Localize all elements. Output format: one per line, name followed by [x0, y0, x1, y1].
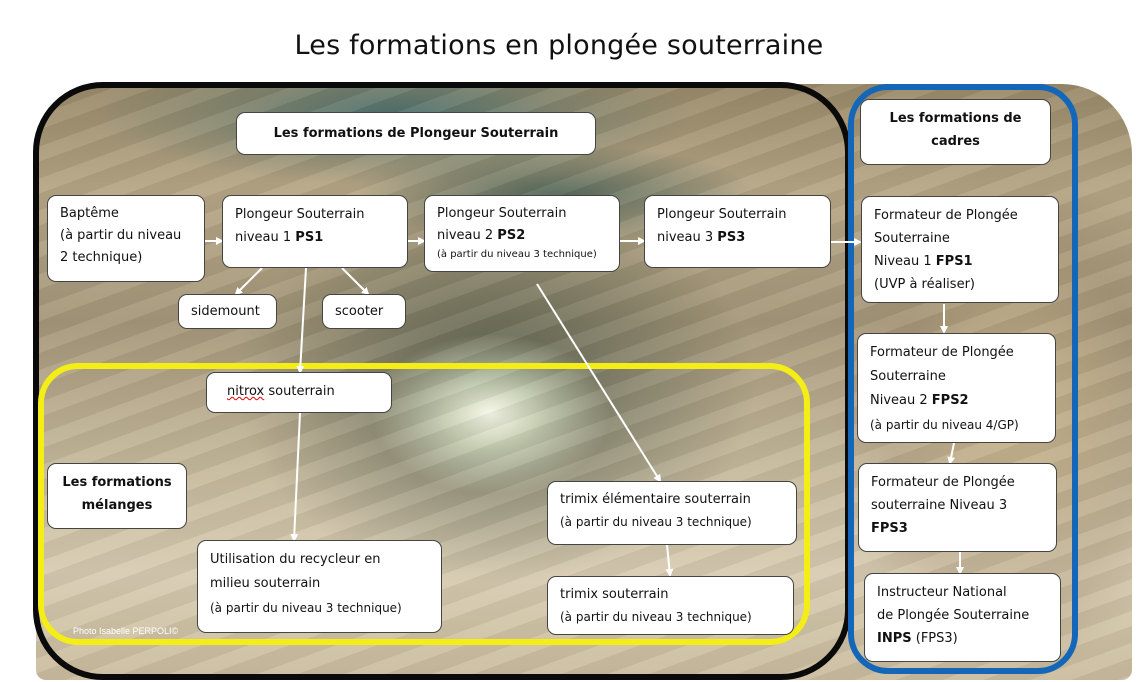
fps1-line2: Souterraine: [874, 231, 950, 246]
node-recycleur: Utilisation du recycleur en milieu soute…: [197, 540, 442, 633]
trimix-line1: trimix souterrain: [560, 587, 669, 602]
ps3-code: PS3: [717, 230, 746, 245]
fps3-line2: souterraine Niveau 3: [871, 498, 1008, 513]
bapteme-note-2: 2 technique): [60, 250, 143, 265]
ps2-code: PS2: [497, 228, 526, 243]
arrow-ps2-trimix-elem: [536, 283, 662, 483]
recycleur-note: (à partir du niveau 3 technique): [210, 601, 402, 615]
trimix-note: (à partir du niveau 3 technique): [560, 610, 752, 624]
node-trimix-elementaire: trimix élémentaire souterrain (à partir …: [547, 481, 797, 545]
inps-line2: de Plongée Souterraine: [877, 608, 1030, 623]
photo-credit: Photo Isabelle PERPOLI©: [73, 626, 179, 636]
ps3-line1: Plongeur Souterrain: [657, 207, 787, 222]
fps1-code: FPS1: [935, 254, 973, 269]
fps2-line3: Niveau 2 FPS2: [870, 393, 969, 408]
inps-line3: INPS (FPS3): [877, 631, 958, 646]
page-title: Les formations en plongée souterraine: [294, 30, 824, 61]
recycleur-line2: milieu souterrain: [210, 576, 321, 591]
header-cadres-line1: Les formations de: [889, 111, 1022, 126]
node-fps3: Formateur de Plongée souterraine Niveau …: [858, 463, 1057, 552]
header-melanges-line1: Les formations: [62, 475, 172, 490]
node-fps1: Formateur de Plongée Souterraine Niveau …: [861, 196, 1059, 303]
header-melanges-line2: mélanges: [81, 498, 153, 513]
node-bapteme: Baptême (à partir du niveau 2 technique): [47, 195, 205, 282]
frame-melanges: [38, 363, 810, 645]
fps1-line1: Formateur de Plongée: [874, 208, 1018, 223]
header-formations-melanges: Les formations mélanges: [47, 463, 187, 529]
ps2-line1: Plongeur Souterrain: [437, 206, 567, 221]
ps2-note: (à partir du niveau 3 technique): [437, 249, 597, 260]
node-ps1: Plongeur Souterrain niveau 1 PS1: [222, 195, 408, 268]
nitrox-rest: souterrain: [264, 384, 335, 399]
ps1-line2: niveau 1 PS1: [235, 230, 324, 245]
recycleur-line1: Utilisation du recycleur en: [210, 552, 381, 567]
fps3-line3: FPS3: [871, 517, 1044, 540]
frame-cadres: [848, 84, 1078, 674]
node-trimix: trimix souterrain (à partir du niveau 3 …: [547, 576, 794, 635]
arrow-ps1-nitrox: [296, 267, 307, 374]
fps3-code: FPS3: [871, 521, 908, 536]
ps2-line2: niveau 2 PS2: [437, 228, 526, 243]
fps2-note: (à partir du niveau 4/GP): [870, 418, 1019, 432]
arrow-nitrox-recycleur: [290, 412, 301, 542]
ps3-line2: niveau 3 PS3: [657, 230, 746, 245]
fps3-line1: Formateur de Plongée: [871, 475, 1015, 490]
nitrox-word: nitrox: [227, 384, 265, 399]
fps1-line3: Niveau 1 FPS1: [874, 254, 973, 269]
bapteme-note-1: (à partir du niveau: [60, 228, 182, 243]
header-formations-cadres: Les formations de cadres: [860, 99, 1051, 165]
node-ps2: Plongeur Souterrain niveau 2 PS2 (à part…: [424, 195, 620, 272]
inps-code: INPS: [877, 631, 912, 646]
node-inps: Instructeur National de Plongée Souterra…: [864, 573, 1061, 662]
ps1-line1: Plongeur Souterrain: [235, 207, 365, 222]
arrow-ps1-sidemount: [234, 267, 263, 296]
node-fps2: Formateur de Plongée Souterraine Niveau …: [857, 333, 1056, 443]
ps1-code: PS1: [295, 230, 324, 245]
trimix-elem-line1: trimix élémentaire souterrain: [560, 492, 751, 507]
node-nitrox: nitrox souterrain: [206, 372, 392, 413]
bapteme-title: Baptême: [60, 206, 119, 221]
fps2-code: FPS2: [931, 393, 969, 408]
header-formations-ps: Les formations de Plongeur Souterrain: [236, 112, 596, 155]
node-sidemount: sidemount: [178, 294, 277, 329]
inps-line1: Instructeur National: [877, 585, 1007, 600]
fps1-note: (UVP à réaliser): [874, 277, 975, 292]
fps2-line1: Formateur de Plongée: [870, 345, 1014, 360]
trimix-elem-note: (à partir du niveau 3 technique): [560, 515, 752, 529]
arrow-ps1-scooter: [341, 267, 370, 296]
header-cadres-line2: cadres: [931, 134, 980, 149]
fps2-line2: Souterraine: [870, 369, 946, 384]
node-scooter: scooter: [322, 294, 406, 329]
arrow-fps2-fps3: [947, 442, 956, 465]
arrow-trimix-elem-trimix: [665, 544, 674, 577]
node-ps3: Plongeur Souterrain niveau 3 PS3: [644, 195, 831, 268]
